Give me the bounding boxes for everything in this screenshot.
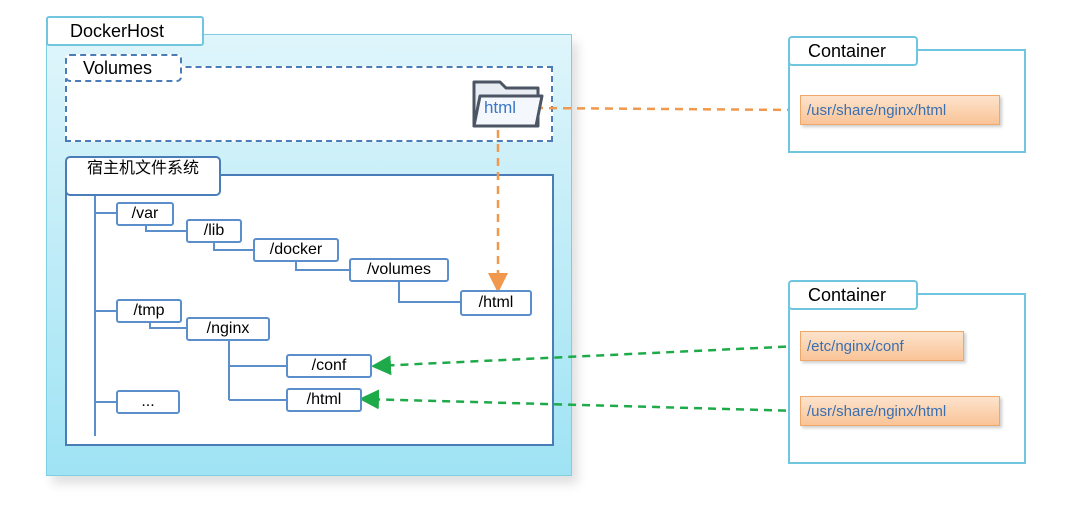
conf-bind-link (371, 344, 801, 376)
container-1-label: Container (788, 36, 918, 66)
node-nginx: /nginx (186, 317, 270, 341)
container-2-label: Container (788, 280, 918, 310)
folder-label: html (484, 98, 516, 117)
node-lib: /lib (186, 219, 242, 243)
node-more: ... (116, 390, 180, 414)
host-filesystem-label: 宿主机文件系统 (65, 156, 221, 196)
volumes-area (65, 66, 553, 142)
node-nginx-html: /html (286, 388, 362, 412)
node-var: /var (116, 202, 174, 226)
tree-connectors (94, 196, 461, 436)
node-docker: /docker (253, 238, 339, 262)
volume-mount-links (488, 106, 801, 293)
container-2-path-html: /usr/share/nginx/html (800, 396, 1000, 426)
bind-mount-links (359, 344, 801, 413)
docker-host-label: DockerHost (46, 16, 204, 46)
html-bind-link (359, 389, 801, 413)
node-conf: /conf (286, 354, 372, 378)
node-volumes: /volumes (349, 258, 449, 282)
node-tmp: /tmp (116, 299, 182, 323)
container-2-path-conf: /etc/nginx/conf (800, 331, 964, 361)
node-volumes-html: /html (460, 290, 532, 316)
folder-icon: html (472, 80, 544, 128)
container-2-panel (788, 293, 1026, 464)
volumes-label: Volumes (65, 54, 182, 82)
volume-to-container-link (534, 106, 801, 112)
container-1-path-html: /usr/share/nginx/html (800, 95, 1000, 125)
